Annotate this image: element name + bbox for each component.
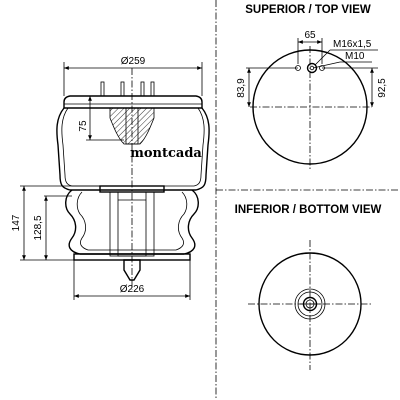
brand-label: montcada — [130, 146, 202, 161]
dim-bellow-height: 128,5 — [33, 195, 72, 260]
svg-text:Ø259: Ø259 — [121, 56, 146, 67]
dim-outer-diameter: Ø259 — [63, 56, 203, 96]
dim-offset-left: 83,9 — [236, 67, 298, 107]
top-view: SUPERIOR / TOP VIEW 65 M16x1,5 M10 — [236, 4, 388, 170]
svg-text:Ø226: Ø226 — [120, 284, 145, 295]
dim-stud-spacing: 65 — [297, 30, 323, 64]
top-studs — [100, 81, 155, 97]
dim-overall-height: 147 — [11, 185, 110, 261]
svg-text:65: 65 — [304, 30, 316, 41]
top-clamp-section — [109, 107, 155, 145]
bottom-stud — [123, 259, 141, 281]
svg-text:147: 147 — [11, 214, 22, 231]
top-view-studs — [295, 62, 325, 74]
bellow-contour — [56, 107, 210, 191]
thread-callouts: M16x1,5 M10 — [312, 39, 378, 69]
piston — [99, 185, 165, 257]
top-plate — [63, 95, 203, 109]
svg-text:83,9: 83,9 — [236, 78, 247, 98]
bottom-view-stud — [294, 288, 326, 320]
dim-offset-right: 92,5 — [322, 67, 388, 107]
svg-text:128,5: 128,5 — [33, 215, 44, 240]
svg-text:M16x1,5: M16x1,5 — [333, 39, 372, 50]
bottom-view-title: INFERIOR / BOTTOM VIEW — [235, 204, 382, 216]
svg-text:92,5: 92,5 — [377, 78, 388, 98]
svg-text:M10: M10 — [345, 51, 365, 62]
bottom-view: INFERIOR / BOTTOM VIEW — [235, 204, 382, 370]
svg-text:75: 75 — [78, 120, 89, 132]
side-view: montcada Ø259 75 147 128,5 — [11, 56, 210, 300]
dim-stud-height: 75 — [78, 96, 124, 141]
top-view-title: SUPERIOR / TOP VIEW — [245, 4, 371, 16]
dim-bottom-diameter: Ø226 — [73, 260, 191, 300]
view-separators — [215, 0, 400, 400]
